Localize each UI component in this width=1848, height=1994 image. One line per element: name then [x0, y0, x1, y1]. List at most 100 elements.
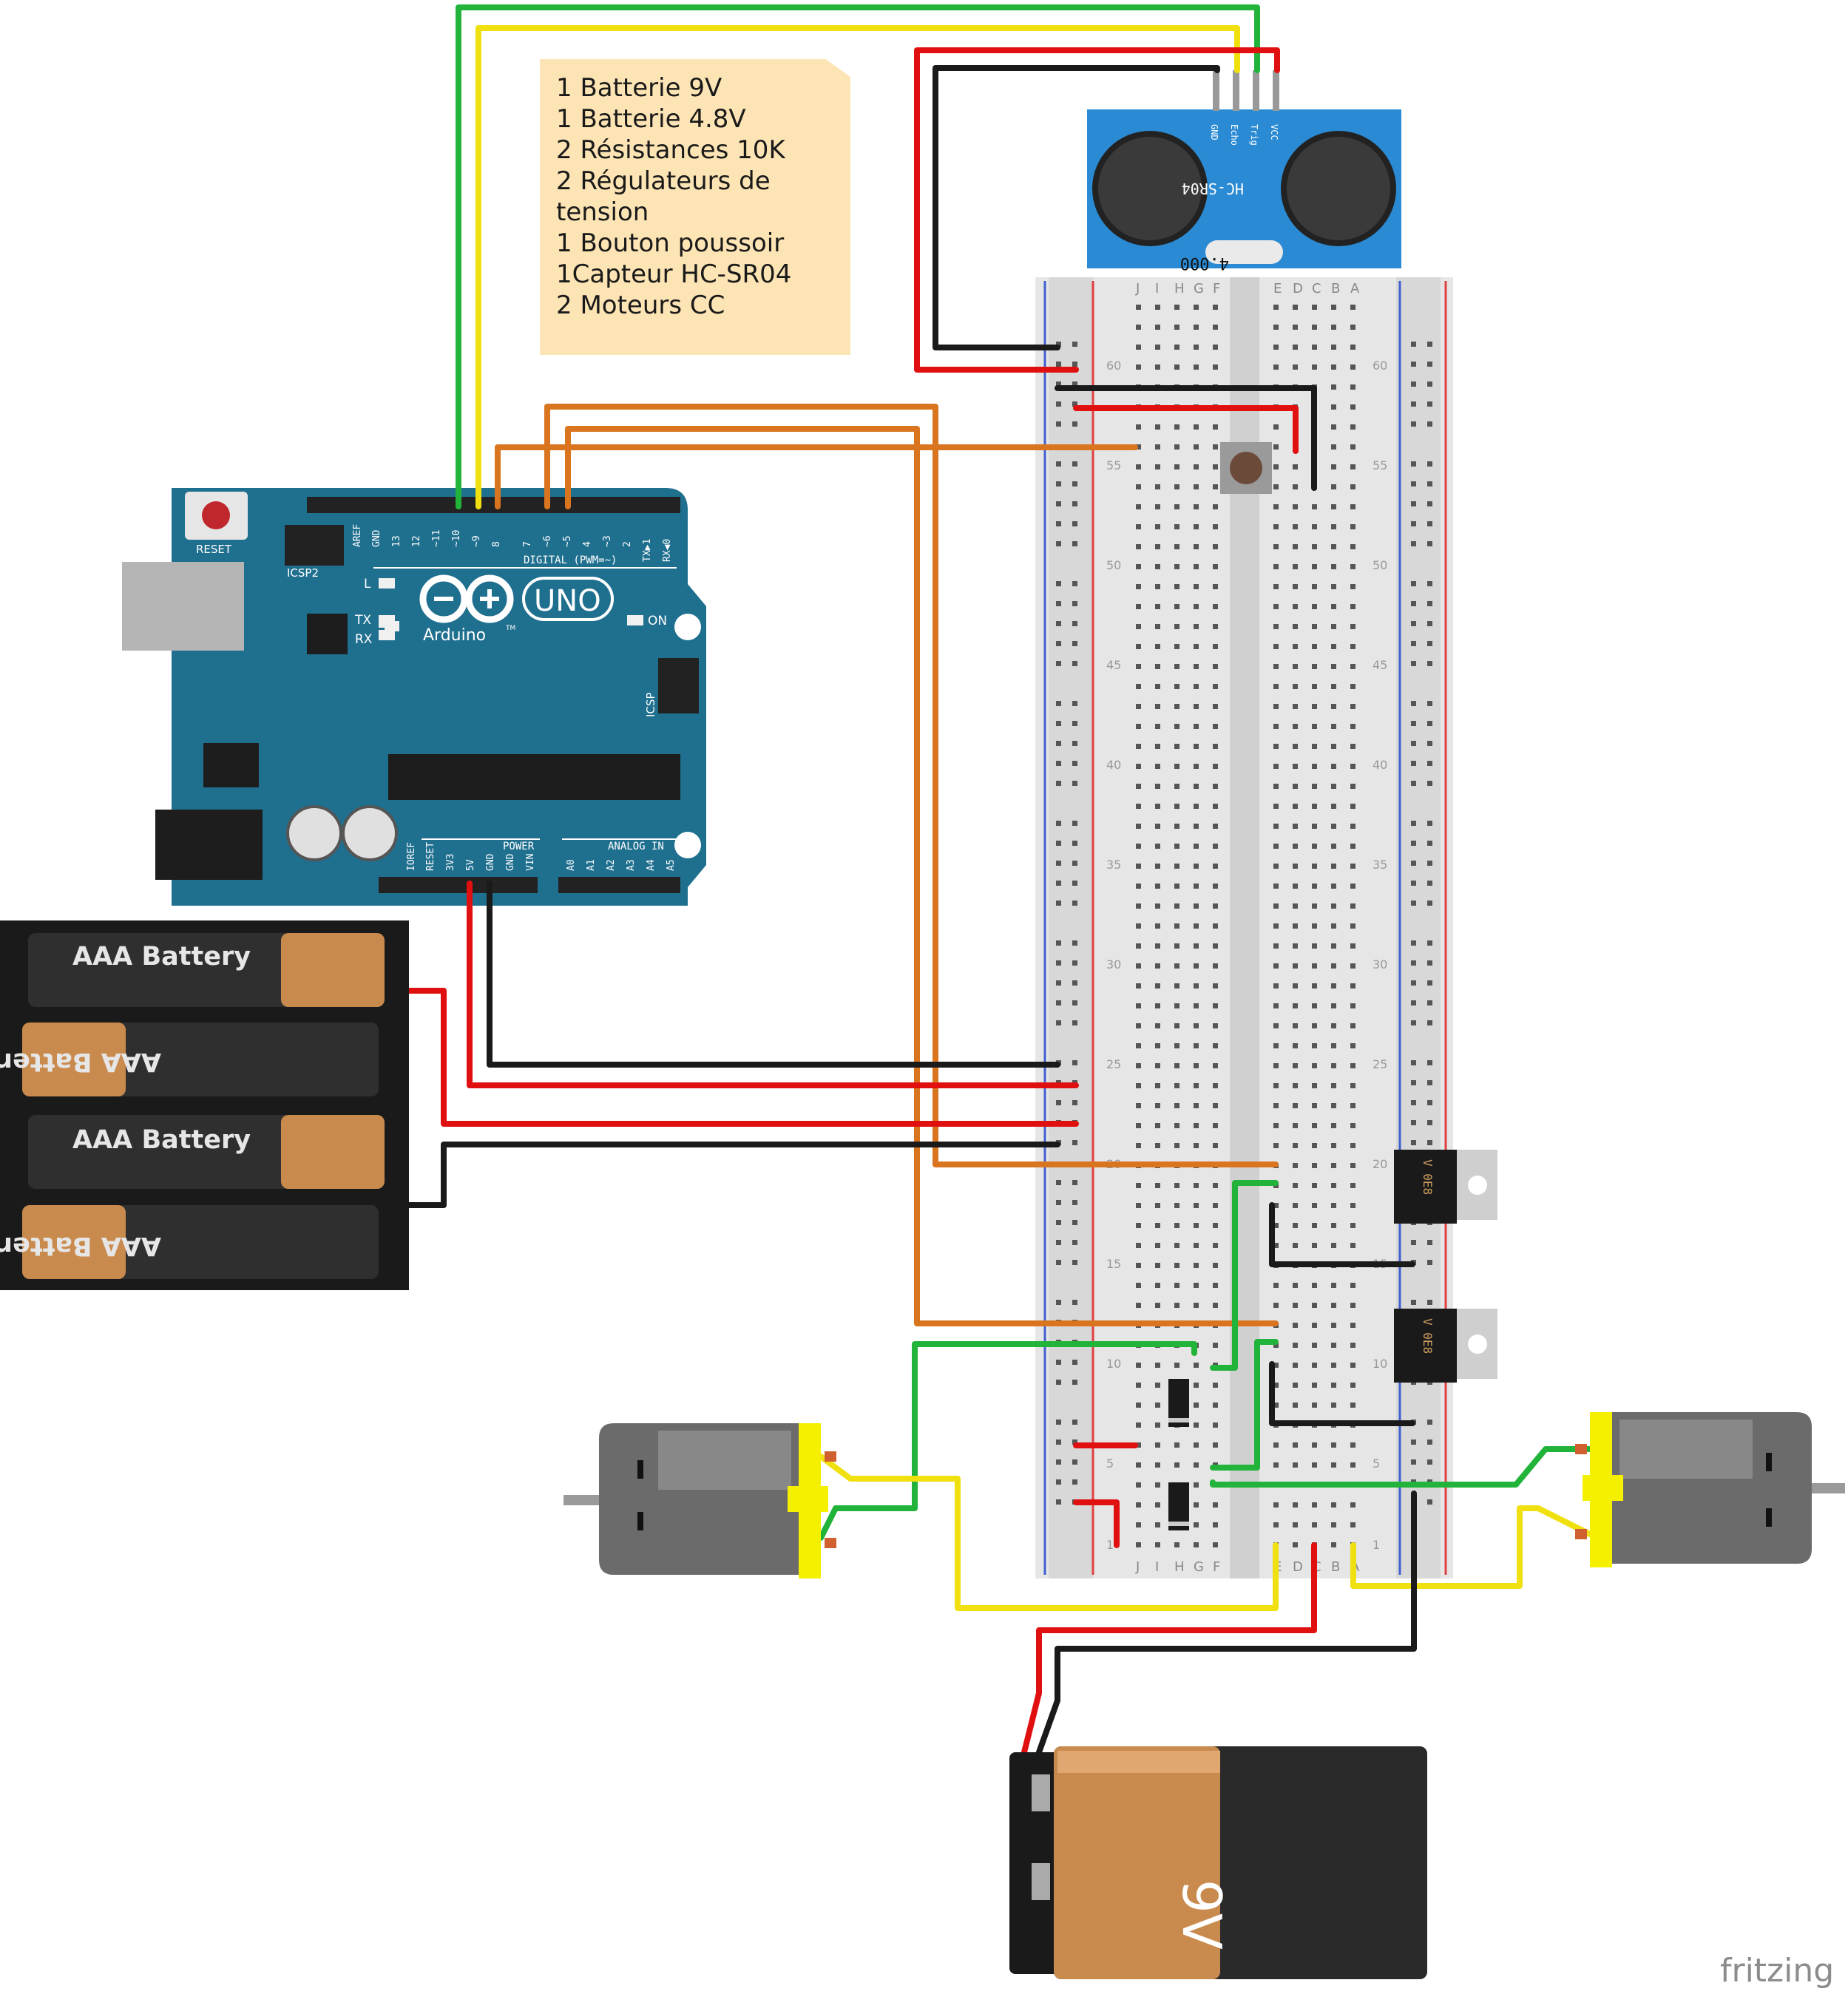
- rail-hole: [1411, 381, 1416, 387]
- breadboard-hole: [1293, 484, 1298, 489]
- rail-hole: [1427, 1000, 1432, 1006]
- breadboard-hole: [1174, 305, 1179, 310]
- breadboard-hole: [1194, 804, 1199, 809]
- breadboard-hole: [1174, 484, 1179, 489]
- breadboard-hole: [1273, 1283, 1279, 1288]
- rail-hole: [1411, 641, 1416, 646]
- breadboard-hole: [1293, 624, 1298, 629]
- column-letter: F: [1213, 1559, 1220, 1575]
- breadboard-hole: [1155, 1403, 1160, 1408]
- breadboard-hole: [1136, 664, 1141, 669]
- breadboard-hole: [1350, 1403, 1355, 1408]
- breadboard-hole: [1350, 305, 1355, 310]
- aaa-cell-label: AAA Battery: [0, 1231, 161, 1261]
- reset-button-cap[interactable]: [202, 501, 230, 529]
- breadboard-hole: [1331, 704, 1336, 709]
- rail-hole: [1056, 821, 1061, 826]
- breadboard-hole: [1174, 1542, 1179, 1547]
- breadboard-hole: [1194, 1123, 1199, 1128]
- rail-hole: [1072, 1180, 1077, 1185]
- breadboard-hole: [1136, 764, 1141, 769]
- breadboard-hole: [1273, 903, 1279, 909]
- breadboard-hole: [1312, 1043, 1317, 1048]
- breadboard-hole: [1136, 1522, 1141, 1527]
- breadboard-hole: [1312, 1363, 1317, 1368]
- breadboard-hole: [1194, 724, 1199, 729]
- rail-hole: [1427, 541, 1432, 546]
- breadboard-hole: [1174, 983, 1179, 988]
- breadboard-hole: [1174, 504, 1179, 509]
- breadboard-hole: [1194, 644, 1199, 649]
- breadboard-hole: [1194, 345, 1199, 350]
- breadboard-hole: [1331, 1363, 1336, 1368]
- digital-label: DIGITAL (PWM=~): [524, 555, 617, 566]
- row-number: 30: [1106, 957, 1121, 971]
- rail-hole: [1072, 1020, 1077, 1025]
- breadboard-hole: [1273, 504, 1279, 509]
- rail-hole: [1427, 1420, 1432, 1425]
- battery-9v-label: 9V: [1171, 1879, 1233, 1950]
- breadboard-hole: [1350, 1103, 1355, 1108]
- rail-hole: [1072, 601, 1077, 606]
- breadboard-hole: [1350, 404, 1355, 410]
- breadboard-hole: [1174, 903, 1179, 909]
- breadboard-hole: [1136, 844, 1141, 849]
- breadboard-hole: [1136, 923, 1141, 929]
- row-number: 10: [1106, 1357, 1121, 1371]
- breadboard-hole: [1350, 1003, 1355, 1008]
- breadboard-hole: [1155, 325, 1160, 330]
- breadboard-hole: [1155, 1123, 1160, 1128]
- push-button[interactable]: [1220, 442, 1272, 494]
- row-number: 15: [1106, 1257, 1121, 1271]
- breadboard-hole: [1350, 1442, 1355, 1448]
- breadboard-hole: [1194, 1522, 1199, 1527]
- rail-hole: [1411, 362, 1416, 367]
- breadboard-hole: [1136, 1502, 1141, 1508]
- reset-label: RESET: [196, 543, 232, 556]
- breadboard-hole: [1174, 724, 1179, 729]
- breadboard-hole: [1213, 624, 1218, 629]
- breadboard-hole: [1155, 724, 1160, 729]
- rail-hole: [1072, 1060, 1077, 1065]
- wire-orange: [565, 426, 1279, 1326]
- breadboard-hole: [1213, 1183, 1218, 1188]
- breadboard-hole: [1293, 345, 1298, 350]
- rail-hole: [1411, 461, 1416, 467]
- rail-hole: [1427, 601, 1432, 606]
- rail-hole: [1411, 761, 1416, 766]
- rail-hole: [1427, 641, 1432, 646]
- rail-hole: [1056, 980, 1061, 986]
- wire-red: [467, 881, 1079, 1088]
- breadboard-hole: [1213, 1243, 1218, 1248]
- breadboard-hole: [1293, 664, 1298, 669]
- breadboard-hole: [1174, 364, 1179, 370]
- rail-hole: [1072, 940, 1077, 946]
- breadboard-hole: [1174, 1123, 1179, 1128]
- breadboard-hole: [1273, 764, 1279, 769]
- breadboard-hole: [1273, 524, 1279, 529]
- breadboard-hole: [1273, 1343, 1279, 1348]
- breadboard-hole: [1136, 644, 1141, 649]
- rail-hole: [1072, 1240, 1077, 1245]
- breadboard-hole: [1174, 1263, 1179, 1268]
- rail-hole: [1056, 601, 1061, 606]
- rail-hole: [1427, 1020, 1432, 1025]
- breadboard-hole: [1293, 1023, 1298, 1028]
- breadboard-hole: [1174, 624, 1179, 629]
- rail-hole: [1072, 901, 1077, 906]
- row-number: 45: [1373, 658, 1387, 672]
- breadboard-hole: [1312, 684, 1317, 689]
- rail-hole: [1072, 1260, 1077, 1265]
- rail-hole: [1072, 401, 1077, 407]
- breadboard-hole: [1174, 1203, 1179, 1208]
- breadboard-hole: [1312, 1083, 1317, 1088]
- breadboard-hole: [1213, 564, 1218, 569]
- breadboard-hole: [1136, 564, 1141, 569]
- column-letter: E: [1273, 281, 1282, 296]
- breadboard-hole: [1174, 784, 1179, 789]
- breadboard-hole: [1174, 1462, 1179, 1468]
- rail-hole: [1072, 342, 1077, 347]
- breadboard-hole: [1331, 983, 1336, 988]
- breadboard-hole: [1273, 644, 1279, 649]
- rail-hole: [1056, 721, 1061, 726]
